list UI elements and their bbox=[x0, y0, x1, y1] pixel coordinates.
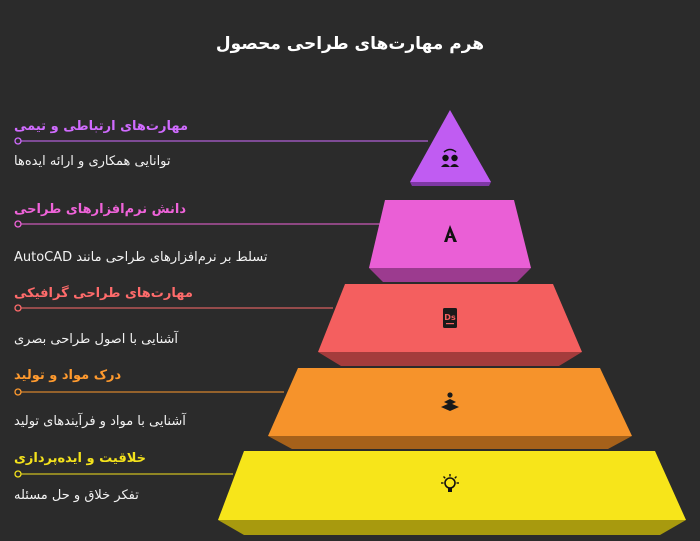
level-3-title: مهارت‌های طراحی گرافیکی bbox=[14, 286, 193, 301]
level-1-title: مهارت‌های ارتباطی و تیمی bbox=[14, 119, 188, 134]
page-title: هرم مهارت‌های طراحی محصول bbox=[215, 34, 485, 54]
level-5-description: تفکر خلاق و حل مسئله bbox=[14, 488, 139, 503]
autocad-logo-icon bbox=[444, 225, 457, 242]
pyramid-level-1 bbox=[410, 110, 491, 186]
pyramid-level-5 bbox=[218, 451, 686, 535]
connector-dot-1 bbox=[14, 137, 22, 145]
level-2-description: تسلط بر نرم‌افزارهای طراحی مانند AutoCAD bbox=[14, 250, 268, 265]
team-heads-icon bbox=[441, 148, 459, 167]
level-4-title: درک مواد و تولید bbox=[14, 368, 122, 383]
materials-stack-icon bbox=[441, 392, 459, 411]
pyramid-level-2 bbox=[369, 200, 531, 282]
level-2-title: دانش نرم‌افزارهای طراحی bbox=[14, 202, 187, 217]
connector-dot-3 bbox=[14, 304, 22, 312]
idea-bulb-icon bbox=[441, 474, 459, 492]
level-1-description: توانایی همکاری و ارائه ایده‌ها bbox=[14, 154, 171, 169]
connector-dot-2 bbox=[14, 220, 22, 228]
level-5-title: خلاقیت و ایده‌پردازی bbox=[14, 451, 146, 466]
design-app-icon: Ds bbox=[443, 308, 457, 328]
connector-dot-5 bbox=[14, 470, 22, 478]
connector-dot-4 bbox=[14, 388, 22, 396]
design-app-label: Ds bbox=[444, 313, 456, 322]
level-4-description: آشنایی با مواد و فرآیندهای تولید bbox=[14, 414, 186, 429]
level-3-description: آشنایی با اصول طراحی بصری bbox=[14, 332, 179, 347]
